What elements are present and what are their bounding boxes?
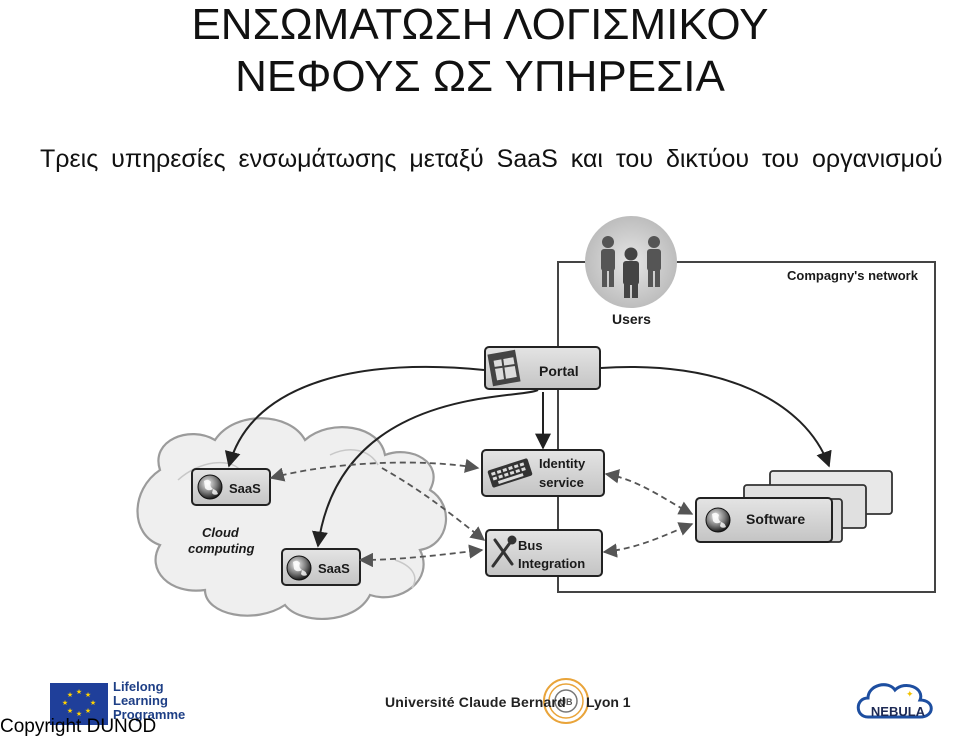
svg-text:★: ★ [85, 691, 91, 699]
bus-label-line1: Bus [518, 538, 543, 553]
nebula-logo-text: NEBULA [871, 704, 926, 719]
svg-text:★: ★ [90, 699, 96, 707]
portal-label: Portal [539, 363, 579, 379]
network-label: Compagny's network [787, 268, 919, 283]
slide-title-line2: ΝΕΦΟΥΣ ΩΣ ΥΠΗΡΕΣΙΑ [235, 52, 725, 101]
users-group [585, 216, 677, 308]
connector-arrows [224, 365, 832, 548]
cloud-label-line2: computing [188, 541, 254, 556]
bus-tools-icon [491, 535, 517, 568]
dashed-connectors [269, 458, 694, 568]
ucbl-logo: UB [543, 678, 589, 724]
svg-text:★: ★ [76, 710, 82, 718]
saas-box-1 [191, 468, 271, 506]
llp-line3: Programme [113, 707, 186, 722]
portal-window-icon [487, 349, 521, 387]
slide-title-line1: ΕΝΣΩΜΑΤΩΣΗ ΛΟΓΙΣΜΙΚΟΥ [191, 0, 769, 49]
identity-service-box [481, 449, 605, 497]
saas-label-2: SaaS [318, 561, 350, 576]
identity-label-line1: Identity [539, 456, 586, 471]
users-label: Users [612, 311, 651, 327]
slide-subtitle: Τρεις υπηρεσίες ενσωμάτωσης μεταξύ SaaS … [40, 145, 943, 173]
bus-label-line2: Integration [518, 556, 585, 571]
copyright-text: Copyright DUNOD [0, 716, 157, 737]
svg-text:✦: ✦ [906, 690, 914, 700]
identity-keyboard-icon [487, 458, 533, 488]
svg-text:★: ★ [62, 699, 68, 707]
svg-text:★: ★ [67, 691, 73, 699]
portal-box [484, 346, 601, 390]
university-name: Université Claude Bernard [385, 694, 566, 710]
software-stack [695, 470, 893, 543]
svg-text:UB: UB [560, 697, 573, 707]
eu-flag-logo: ★★★ ★★★ ★★ [50, 683, 108, 725]
users-icon [601, 236, 661, 298]
bus-integration-box [485, 529, 603, 577]
globe-icon [286, 555, 312, 581]
globe-icon [705, 507, 731, 533]
saas-label-1: SaaS [229, 481, 261, 496]
svg-text:★: ★ [76, 688, 82, 696]
svg-text:★: ★ [67, 707, 73, 715]
cloud-computing-shape [136, 417, 448, 621]
globe-icon [197, 474, 223, 500]
software-label: Software [746, 511, 805, 527]
llp-line2: Learning [113, 693, 168, 708]
svg-text:★: ★ [85, 707, 91, 715]
llp-line1: Lifelong [113, 679, 164, 694]
nebula-logo: ✦ [856, 683, 933, 719]
cloud-label-line1: Cloud [202, 525, 240, 540]
university-city: Lyon 1 [586, 694, 631, 710]
identity-label-line2: service [539, 475, 584, 490]
llp-logo-text: Lifelong Learning Programme [113, 680, 185, 722]
